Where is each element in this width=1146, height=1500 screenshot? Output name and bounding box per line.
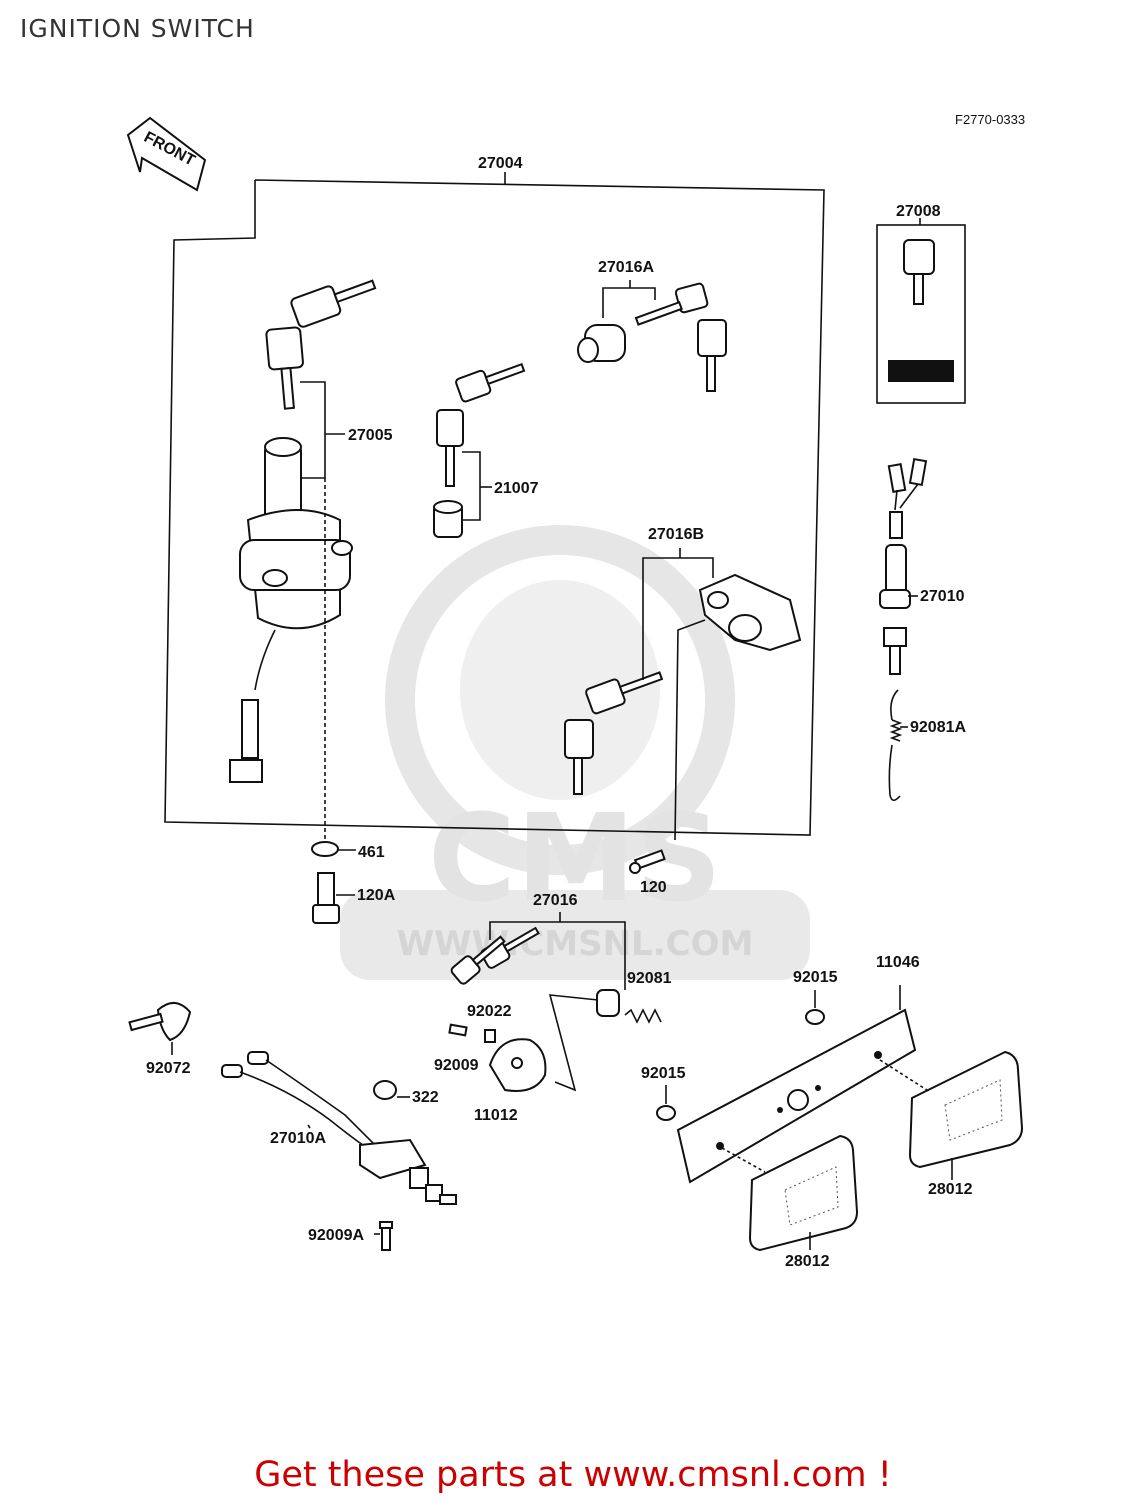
label-92081: 92081 (627, 970, 672, 987)
key-icon (265, 326, 304, 410)
key-icon (674, 282, 709, 314)
watermark-brand: CMS (428, 790, 722, 929)
figure-reference-code: F2770-0333 (955, 112, 1026, 127)
clamp-92072 (128, 1002, 192, 1042)
ignition-switch-assembly (229, 279, 377, 783)
label-28012-right: 28012 (928, 1181, 973, 1198)
label-92009: 92009 (434, 1057, 479, 1074)
reflector-28012-right (908, 1050, 1024, 1169)
assembly-box-27004 (164, 179, 825, 836)
label-92015-upper: 92015 (793, 969, 838, 986)
reflector-bracket-11046 (676, 1008, 917, 1184)
cylinder-cap-assembly (433, 362, 526, 538)
bolt-120 (629, 849, 666, 874)
key-tag-box-27008 (876, 224, 966, 404)
bolt-120A (312, 872, 340, 924)
label-27016A: 27016A (598, 259, 654, 276)
label-27008: 27008 (896, 203, 941, 220)
label-27016B: 27016B (648, 526, 704, 543)
label-27004: 27004 (478, 155, 523, 172)
label-461: 461 (358, 844, 385, 861)
label-21007: 21007 (494, 480, 539, 497)
seat-lock-27016A (577, 282, 727, 392)
key-icon (290, 279, 377, 328)
label-92009A: 92009A (308, 1227, 364, 1244)
key-icon (585, 671, 664, 715)
washer-461 (311, 841, 339, 857)
seat-lock-27016B (564, 573, 802, 795)
key-icon (436, 409, 464, 487)
front-arrow: FRONT (126, 116, 207, 192)
label-120A: 120A (357, 887, 396, 904)
key-icon (450, 935, 506, 985)
label-92072: 92072 (146, 1060, 191, 1077)
label-92022: 92022 (467, 1003, 512, 1020)
key-icon (697, 319, 727, 392)
parts-diagram: CMS WWW.CMSNL.COM FRONT 27004 27005 2100… (126, 116, 1024, 1270)
nut-92015-upper (805, 1009, 825, 1025)
label-11046: 11046 (876, 954, 920, 971)
watermark: CMS WWW.CMSNL.COM (340, 525, 810, 980)
nut-92015-lower (656, 1105, 676, 1121)
label-92081A: 92081A (910, 719, 966, 736)
key-icon (455, 362, 526, 403)
label-27010: 27010 (920, 588, 965, 605)
footer-promo-text: Get these parts at www.cmsnl.com ! (254, 1455, 892, 1495)
seat-lock-bracket (448, 989, 662, 1092)
label-92015-lower: 92015 (641, 1065, 686, 1082)
label-11012: 11012 (474, 1107, 518, 1124)
label-322: 322 (412, 1089, 439, 1106)
reflector-28012-left (748, 1134, 859, 1252)
page-title: IGNITION SWITCH (20, 14, 255, 43)
switch-harness-27010A (221, 1051, 457, 1251)
spring-92081A (888, 689, 903, 802)
label-28012-left: 28012 (785, 1253, 830, 1270)
label-27016: 27016 (533, 892, 578, 909)
neutral-switch-27010 (879, 457, 928, 675)
label-120: 120 (640, 879, 667, 896)
watermark-url: WWW.CMSNL.COM (397, 924, 754, 964)
key-icon (564, 719, 594, 795)
key-icon (903, 239, 935, 305)
label-27005: 27005 (348, 427, 393, 444)
label-27010A: 27010A (270, 1130, 326, 1147)
